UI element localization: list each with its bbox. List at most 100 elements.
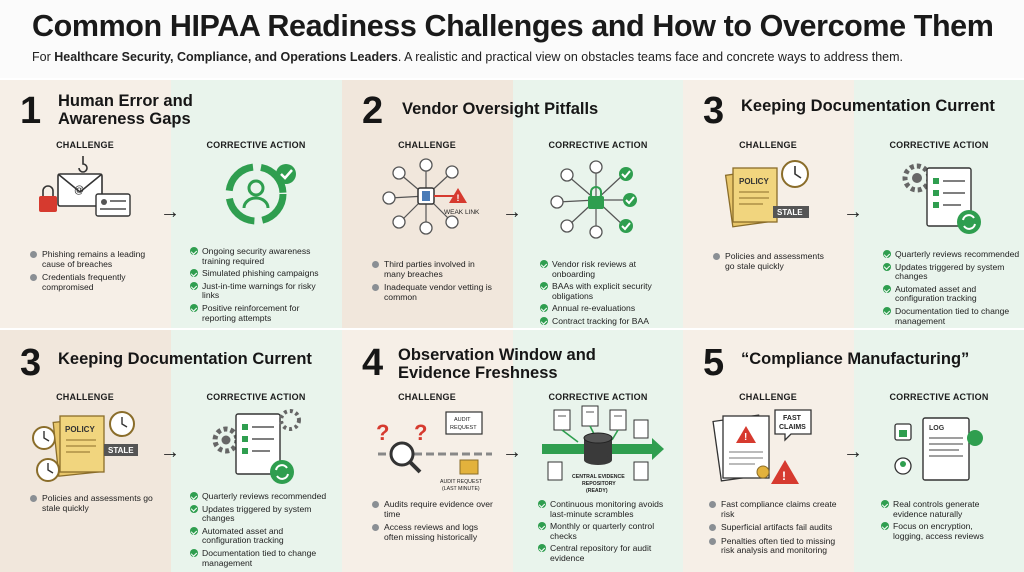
secure-log-icon: LOG	[894, 417, 983, 481]
stale-stamp: STALE	[108, 446, 134, 455]
svg-text:REQUEST: REQUEST	[450, 425, 477, 431]
action-list: Vendor risk reviews at onboarding BAAs w…	[540, 259, 680, 328]
list-item: BAAs with explicit security obligations	[540, 281, 680, 301]
stale-stamp: STALE	[777, 208, 803, 217]
corrective-label: CORRECTIVE ACTION	[548, 140, 648, 150]
challenge-label: CHALLENGE	[398, 140, 456, 150]
panel-documentation-current-repeat: 3 Keeping Documentation Current CHALLENG…	[0, 330, 342, 572]
arrow-icon: →	[502, 441, 522, 463]
corrective-label: CORRECTIVE ACTION	[889, 392, 989, 402]
panel-title: Keeping Documentation Current	[58, 350, 312, 368]
challenge-label: CHALLENGE	[398, 392, 456, 402]
corrective-label: CORRECTIVE ACTION	[206, 140, 306, 150]
list-item: Fast compliance claims create risk	[709, 499, 843, 519]
panel-documentation-current: 3 Keeping Documentation Current CHALLENG…	[683, 80, 1024, 328]
svg-text:?: ?	[414, 420, 427, 445]
arrow-icon: →	[843, 441, 863, 463]
list-item: Focus on encryption, logging, access rev…	[881, 521, 1001, 541]
list-item: Documentation tied to change management	[190, 548, 332, 568]
list-item: Superficial artifacts fail audits	[709, 523, 843, 533]
stale-policy-icon: POLICY STALE	[724, 160, 809, 228]
repository-caption: CENTRAL EVIDENCE	[572, 474, 625, 480]
svg-text:@: @	[74, 185, 84, 196]
svg-text:!: !	[457, 193, 460, 203]
challenge-label: CHALLENGE	[56, 140, 114, 150]
action-list: Real controls generate evidence naturall…	[881, 499, 1001, 544]
list-item: Policies and assessments go stale quickl…	[30, 493, 154, 513]
evidence-repository-icon: CENTRAL EVIDENCE REPOSITORY (READY)	[542, 405, 664, 494]
list-item: Simulated phishing campaigns	[190, 269, 332, 279]
automated-docs-icon	[212, 409, 301, 484]
list-item: Policies and assessments go stale quickl…	[713, 251, 833, 271]
list-item: Automated asset and configuration tracki…	[883, 284, 1023, 304]
log-label: LOG	[929, 425, 945, 432]
list-item: Audits require evidence over time	[372, 499, 496, 519]
list-item: Continuous monitoring avoids last-minute…	[538, 499, 678, 519]
list-item: Real controls generate evidence naturall…	[881, 499, 1001, 519]
svg-text:?: ?	[376, 420, 389, 445]
fast-claims-warning-icon: ! FAST CLAIMS !	[712, 409, 812, 484]
continuous-training-cycle-icon	[225, 163, 296, 225]
panel-compliance-manufacturing: 5 “Compliance Manufacturing” CHALLENGE C…	[683, 330, 1024, 572]
phishing-envelope-icon: @	[39, 156, 131, 217]
panel-number: 1	[20, 90, 42, 132]
header: Common HIPAA Readiness Challenges and Ho…	[0, 0, 1024, 78]
corrective-label: CORRECTIVE ACTION	[206, 392, 306, 402]
subtitle-suffix: . A realistic and practical view on obst…	[397, 50, 903, 64]
secured-vendor-network-icon	[550, 160, 637, 239]
svg-text:!: !	[782, 469, 786, 483]
list-item: Updates triggered by system changes	[190, 504, 332, 524]
audit-request-label: AUDIT	[454, 417, 471, 423]
challenge-list: Audits require evidence over time Access…	[372, 499, 496, 546]
vendor-network-icon: ! WEAK LINK	[382, 158, 480, 235]
arrow-icon: →	[160, 201, 180, 223]
arrow-icon: →	[502, 201, 522, 223]
audit-search-icon: ? ? AUDIT REQUEST AUDIT REQUEST (LAST MI…	[376, 411, 492, 492]
challenge-label: CHALLENGE	[739, 392, 797, 402]
svg-text:!: !	[744, 432, 747, 443]
svg-text:REPOSITORY: REPOSITORY	[582, 481, 616, 487]
action-list: Quarterly reviews recommended Updates tr…	[883, 249, 1023, 328]
panel-number: 3	[20, 342, 42, 384]
challenge-list: Third parties involved in many breaches …	[372, 259, 492, 306]
page-title: Common HIPAA Readiness Challenges and Ho…	[32, 9, 994, 43]
list-item: Updates triggered by system changes	[883, 262, 1023, 282]
list-item: Vendor risk reviews at onboarding	[540, 259, 680, 279]
action-list: Continuous monitoring avoids last-minute…	[538, 499, 678, 567]
list-item: Contract tracking for BAA renewals	[540, 316, 680, 328]
arrow-icon: →	[160, 441, 180, 463]
challenge-list: Policies and assessments go stale quickl…	[30, 493, 154, 517]
panel-vendor-oversight: 2 Vendor Oversight Pitfalls CHALLENGE CO…	[342, 80, 683, 328]
challenge-list: Policies and assessments go stale quickl…	[713, 251, 833, 275]
audit-request-caption: AUDIT REQUEST	[440, 479, 483, 485]
list-item: Ongoing security awareness training requ…	[190, 246, 332, 266]
subtitle-bold: Healthcare Security, Compliance, and Ope…	[54, 50, 398, 64]
list-item: Phishing remains a leading cause of brea…	[30, 249, 154, 269]
list-item: Central repository for audit evidence	[538, 544, 678, 563]
list-item: Annual re-evaluations	[540, 304, 680, 314]
weak-link-tag: WEAK LINK	[444, 209, 480, 216]
list-item: Just-in-time warnings for risky links	[190, 281, 332, 301]
panel-title: Keeping Documentation Current	[741, 97, 995, 115]
list-item: Quarterly reviews recommended	[190, 491, 332, 502]
list-item: Credentials frequently compromised	[30, 272, 154, 292]
automated-docs-icon	[902, 163, 981, 234]
fast-claims-bubble: FAST	[783, 415, 802, 422]
policy-doc-label: POLICY	[739, 177, 769, 186]
list-item: Automated asset and configuration tracki…	[190, 526, 332, 546]
arrow-icon: →	[843, 201, 863, 223]
panel-number: 4	[362, 342, 384, 384]
challenge-list: Fast compliance claims create risk Super…	[709, 499, 843, 560]
panel-number: 5	[703, 342, 725, 384]
list-item: Access reviews and logs often missing hi…	[372, 522, 496, 542]
challenge-label: CHALLENGE	[739, 140, 797, 150]
challenge-label: CHALLENGE	[56, 392, 114, 402]
corrective-label: CORRECTIVE ACTION	[889, 140, 989, 150]
panel-title: Vendor Oversight Pitfalls	[402, 100, 599, 118]
list-item: Positive reinforcement for reporting att…	[190, 303, 332, 323]
stale-policy-icon: POLICY STALE	[32, 411, 138, 482]
list-item: Quarterly reviews recommended	[883, 249, 1023, 260]
list-item: Inadequate vendor vetting is common	[372, 282, 492, 302]
